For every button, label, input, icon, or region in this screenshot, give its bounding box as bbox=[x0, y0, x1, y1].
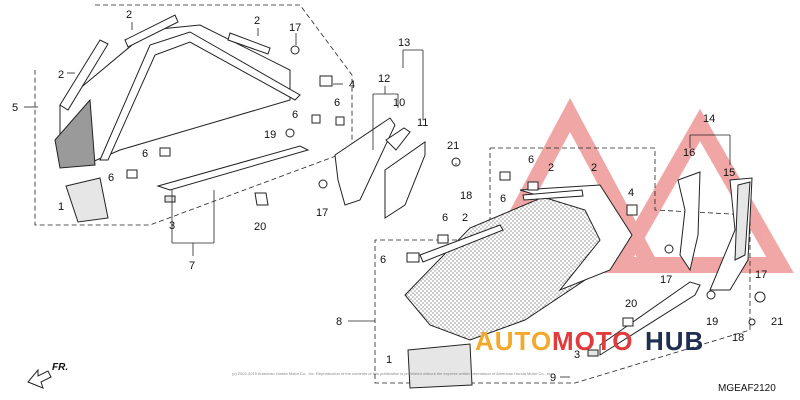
callout-18b: 18 bbox=[732, 332, 744, 344]
callout-16: 16 bbox=[683, 147, 695, 159]
callout-13: 13 bbox=[398, 37, 410, 49]
callout-17d: 17 bbox=[755, 269, 767, 281]
leader-lines bbox=[24, 22, 731, 378]
copyright-notice: (c) 2002-2019 American Honda Motor Co., … bbox=[232, 371, 553, 376]
callout-4a: 4 bbox=[349, 79, 355, 91]
callout-15: 15 bbox=[723, 167, 735, 179]
callout-10: 10 bbox=[393, 97, 405, 109]
callout-2b: 2 bbox=[126, 9, 132, 21]
watermark-auto: AUTO bbox=[475, 326, 552, 356]
callout-6a: 6 bbox=[142, 148, 148, 160]
callout-18a: 18 bbox=[460, 190, 472, 202]
callout-6d: 6 bbox=[334, 97, 340, 109]
callout-19b: 19 bbox=[706, 316, 718, 328]
callout-6b: 6 bbox=[108, 172, 114, 184]
callout-1a: 1 bbox=[58, 201, 64, 213]
callout-6e: 6 bbox=[500, 193, 506, 205]
callout-1b: 1 bbox=[386, 354, 392, 366]
callout-17b: 17 bbox=[316, 207, 328, 219]
callout-20a: 20 bbox=[254, 221, 266, 233]
callout-6h: 6 bbox=[380, 254, 386, 266]
callout-19a: 19 bbox=[264, 129, 276, 141]
middle-parts bbox=[334, 117, 426, 219]
front-direction-indicator: FR. bbox=[27, 362, 68, 389]
callout-2c: 2 bbox=[254, 15, 260, 27]
callout-20b: 20 bbox=[625, 298, 637, 310]
callout-2f: 2 bbox=[462, 212, 468, 224]
callout-9: 9 bbox=[550, 372, 556, 384]
watermark-moto: MOTO bbox=[552, 326, 634, 356]
callout-21b: 21 bbox=[771, 316, 783, 328]
callout-2e: 2 bbox=[591, 162, 597, 174]
side-panels bbox=[677, 171, 753, 291]
front-label: FR. bbox=[52, 362, 68, 373]
callout-14: 14 bbox=[703, 113, 715, 125]
callout-5: 5 bbox=[12, 102, 18, 114]
callout-4b: 4 bbox=[628, 187, 634, 199]
callout-17a: 17 bbox=[289, 22, 301, 34]
callout-3b: 3 bbox=[574, 349, 580, 361]
front-arrow-icon bbox=[27, 368, 52, 389]
watermark-hub: HUB bbox=[645, 326, 704, 356]
callout-7: 7 bbox=[189, 260, 195, 272]
callout-11: 11 bbox=[417, 117, 428, 129]
callout-3a: 3 bbox=[169, 220, 175, 232]
callout-6f: 6 bbox=[528, 154, 534, 166]
callout-2a: 2 bbox=[58, 69, 64, 81]
callout-12: 12 bbox=[378, 73, 390, 85]
upper-assembly bbox=[34, 4, 353, 226]
watermark-text: AUTO MOTO HUB bbox=[475, 326, 704, 356]
callout-2d: 2 bbox=[548, 162, 554, 174]
callouts: 1 2 2 2 3 4 5 6 6 6 6 7 10 11 12 13 17 1… bbox=[12, 9, 783, 384]
callout-6g: 6 bbox=[442, 212, 448, 224]
diagram-code: MGEAF2120 bbox=[718, 383, 776, 394]
callout-21a: 21 bbox=[447, 140, 459, 152]
right-assembly bbox=[374, 147, 766, 389]
callout-6c: 6 bbox=[292, 109, 298, 121]
callout-17c: 17 bbox=[660, 274, 672, 286]
callout-8: 8 bbox=[336, 316, 342, 328]
